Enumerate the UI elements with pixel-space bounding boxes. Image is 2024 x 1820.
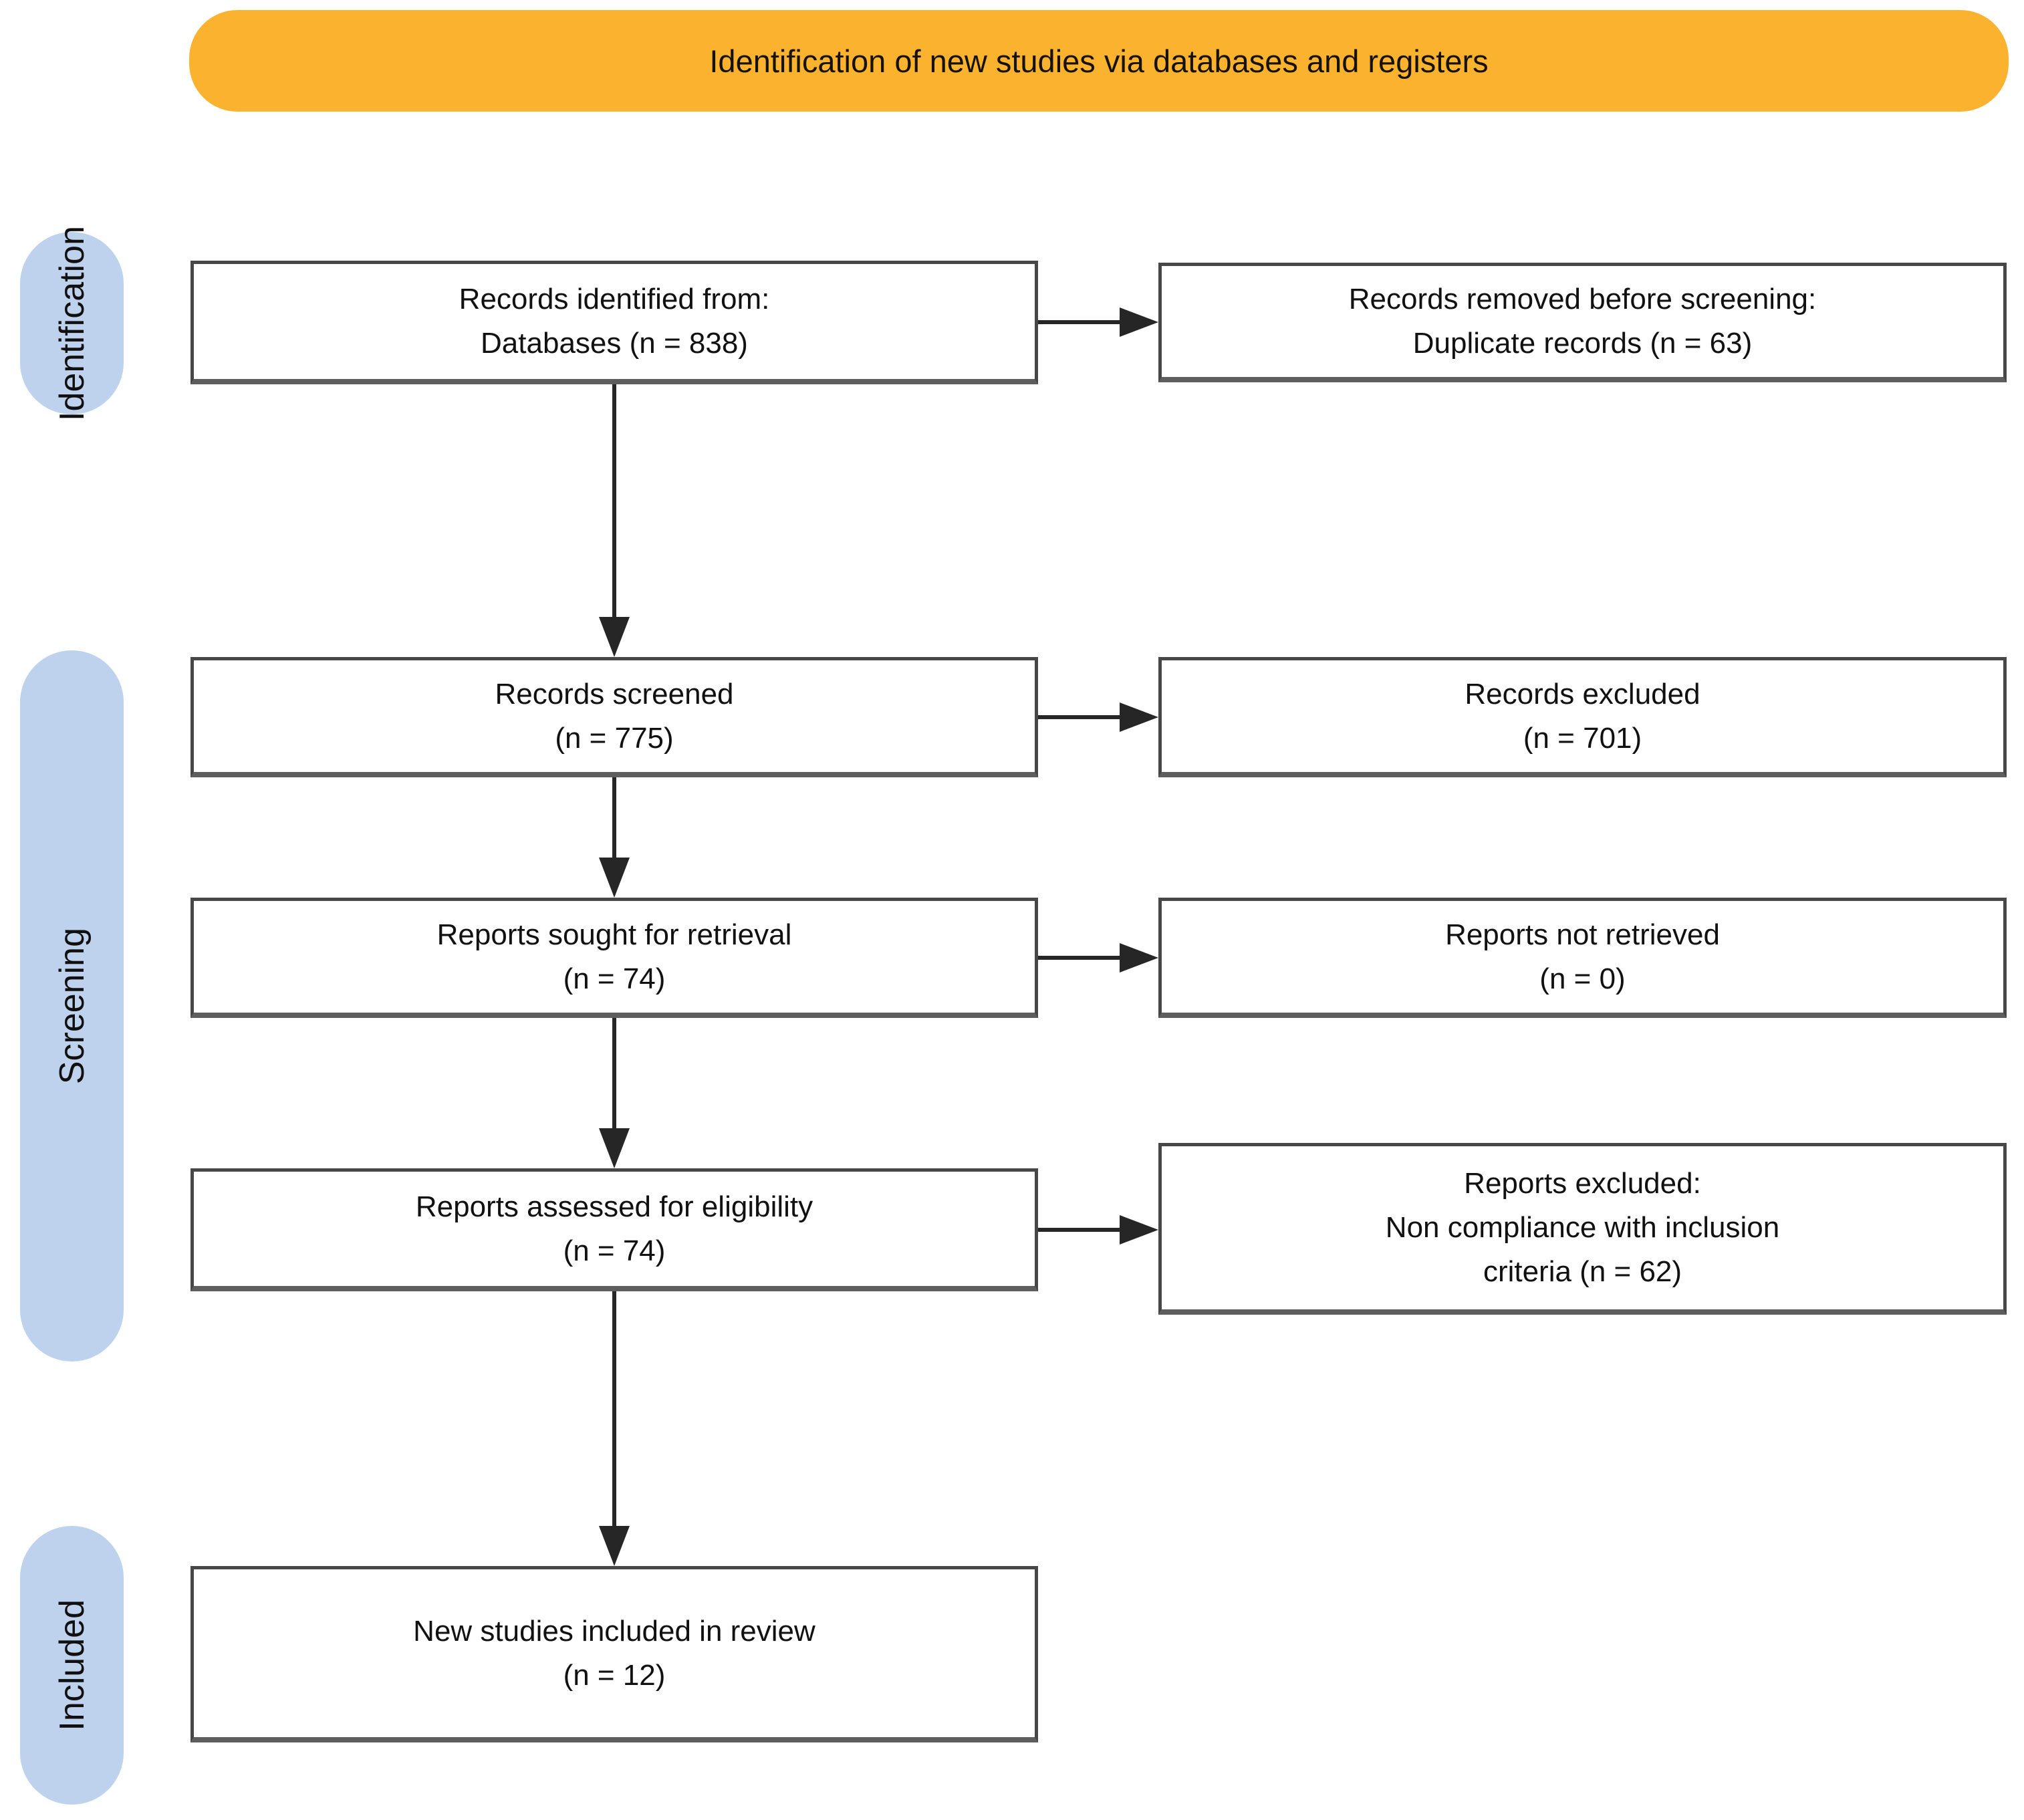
arrow-down-sought-to-assessed: [599, 1018, 630, 1168]
box-text-line: (n = 74): [563, 1234, 666, 1267]
side-box-reports-not-retrieved: Reports not retrieved (n = 0): [1158, 898, 2007, 1018]
arrow-down-assessed-to-included: [599, 1291, 630, 1566]
box-text-line: Records identified from:: [459, 283, 770, 315]
box-text-line: Reports excluded:: [1464, 1167, 1701, 1200]
box-text-line: Records removed before screening:: [1348, 283, 1817, 315]
stage-pill-screening: Screening: [20, 650, 124, 1361]
box-text-line: Duplicate records (n = 63): [1412, 327, 1753, 360]
arrowhead-down-icon: [599, 1128, 630, 1168]
flow-box-new-studies-included: New studies included in review (n = 12): [191, 1566, 1038, 1742]
arrow-line: [612, 1018, 616, 1135]
side-box-reports-excluded: Reports excluded: Non compliance with in…: [1158, 1143, 2007, 1315]
arrowhead-down-icon: [599, 617, 630, 657]
banner-label: Identification of new studies via databa…: [709, 43, 1489, 79]
arrow-line: [612, 1291, 616, 1533]
box-text-line: (n = 74): [563, 962, 666, 995]
stage-pill-included: Included: [20, 1526, 124, 1805]
arrow-line: [1038, 956, 1125, 960]
flow-box-reports-sought: Reports sought for retrieval (n = 74): [191, 898, 1038, 1018]
arrowhead-right-icon: [1120, 943, 1158, 972]
arrow-right-screened-to-excluded: [1038, 702, 1158, 732]
box-text-line: (n = 0): [1539, 962, 1626, 995]
arrowhead-right-icon: [1120, 702, 1158, 732]
box-text-line: criteria (n = 62): [1483, 1255, 1682, 1288]
stage-label-screening: Screening: [52, 927, 92, 1085]
box-text-line: New studies included in review: [413, 1614, 815, 1648]
box-text-line: Records screened: [495, 677, 734, 710]
arrow-line: [612, 777, 616, 864]
box-text-line: (n = 12): [563, 1658, 666, 1692]
arrowhead-down-icon: [599, 1526, 630, 1566]
arrowhead-right-icon: [1120, 307, 1158, 337]
arrow-right-identified-to-removed: [1038, 307, 1158, 337]
arrow-line: [1038, 1228, 1125, 1232]
stage-label-included: Included: [52, 1599, 92, 1731]
flow-box-records-screened: Records screened (n = 775): [191, 657, 1038, 777]
banner-identification-of-new-studies: Identification of new studies via databa…: [189, 10, 2009, 112]
side-box-records-removed: Records removed before screening: Duplic…: [1158, 263, 2007, 382]
arrow-down-screened-to-sought: [599, 777, 630, 898]
arrow-line: [1038, 715, 1125, 719]
arrow-line: [1038, 320, 1125, 324]
box-text-line: Databases (n = 838): [481, 327, 748, 360]
stage-pill-identification: Identification: [20, 226, 124, 420]
arrowhead-down-icon: [599, 858, 630, 898]
box-text-line: Reports assessed for eligibility: [415, 1190, 813, 1223]
flow-box-records-identified: Records identified from: Databases (n = …: [191, 261, 1038, 384]
box-text-line: (n = 775): [555, 721, 674, 755]
flow-box-reports-assessed: Reports assessed for eligibility (n = 74…: [191, 1168, 1038, 1291]
stage-label-identification: Identification: [52, 225, 92, 421]
box-text-line: Reports sought for retrieval: [436, 918, 792, 951]
arrow-line: [612, 384, 616, 624]
box-text-line: Records excluded: [1465, 677, 1700, 710]
side-box-records-excluded: Records excluded (n = 701): [1158, 657, 2007, 777]
arrow-right-sought-to-not-retrieved: [1038, 943, 1158, 972]
box-text-line: Non compliance with inclusion: [1385, 1211, 1780, 1244]
arrowhead-right-icon: [1120, 1215, 1158, 1245]
arrow-right-assessed-to-excluded: [1038, 1215, 1158, 1245]
arrow-down-identified-to-screened: [599, 384, 630, 657]
box-text-line: Reports not retrieved: [1445, 918, 1720, 951]
box-text-line: (n = 701): [1523, 721, 1642, 755]
